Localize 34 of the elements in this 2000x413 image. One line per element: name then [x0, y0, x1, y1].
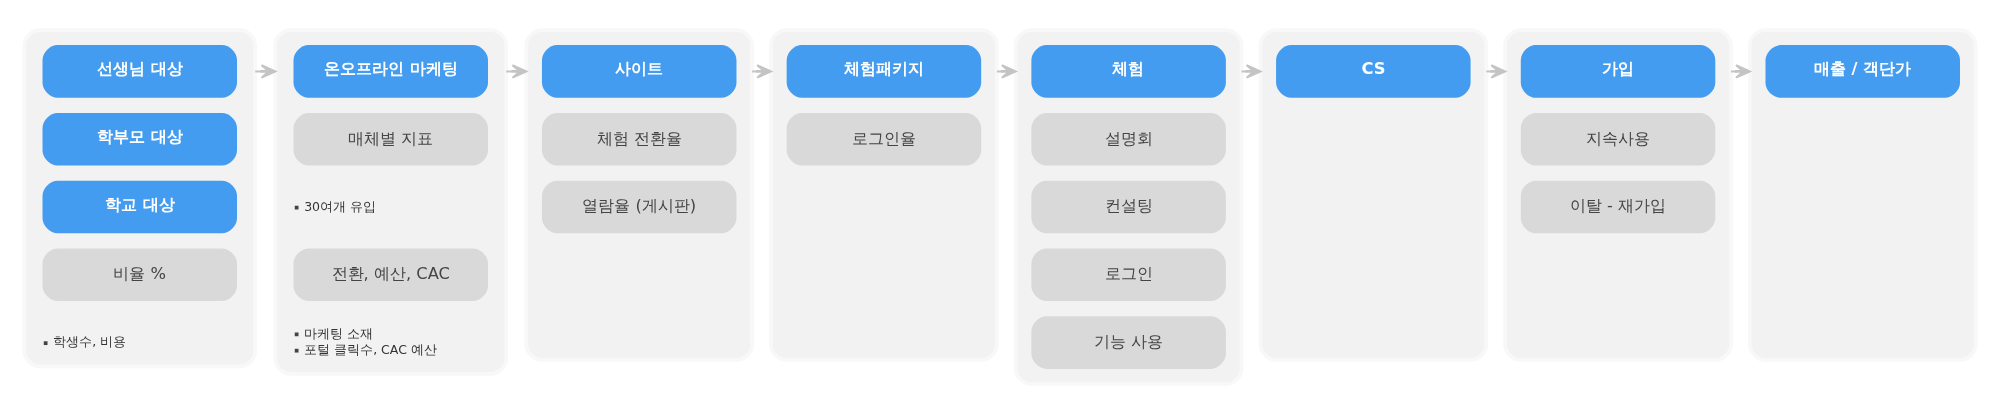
node-box: 학부모 대상 [42, 112, 237, 166]
node-box: 가입 [1520, 44, 1716, 98]
node-box: 사이트 [541, 44, 737, 98]
node-box: CS [1276, 44, 1471, 98]
node-box: 로그인 [1031, 247, 1226, 301]
node-box: 선생님 대상 [42, 44, 237, 98]
node-box: 전환, 예산, CAC [293, 247, 488, 301]
node-box: 체험 [1031, 44, 1226, 98]
node-label: 학생수, 비용 [53, 333, 127, 349]
node-box: 설명회 [1031, 112, 1226, 166]
cluster [524, 27, 755, 362]
node-box: 컨설팅 [1031, 180, 1226, 233]
cluster [1013, 27, 1244, 386]
cluster [273, 27, 509, 376]
cluster [769, 27, 999, 362]
cluster [1258, 27, 1489, 362]
node-box: 기능 사용 [1031, 315, 1226, 369]
node-label: 30여개 유입 [304, 198, 377, 214]
node-box: 이탈 - 재가입 [1520, 180, 1716, 233]
node-box: 비율 % [42, 247, 237, 301]
node-box: 학교 대상 [42, 180, 237, 233]
node-box: 지속사용 [1520, 112, 1716, 166]
node-box: 로그인율 [786, 112, 982, 166]
cluster [1747, 27, 1978, 362]
node-box: 체험 전환율 [541, 112, 737, 166]
node-box: 매출 / 객단가 [1765, 44, 1960, 98]
node-box: 매체별 지표 [293, 112, 488, 166]
node-box: 체험패키지 [786, 44, 982, 98]
node-box: 온오프라인 마케팅 [293, 44, 488, 98]
node-label: 마케팅 소재 [304, 325, 374, 341]
node-label: 포털 클릭수, CAC 예산 [304, 341, 437, 357]
cluster [22, 27, 258, 368]
cluster [1503, 27, 1733, 362]
node-box: 열람율 (게시판) [541, 180, 737, 233]
